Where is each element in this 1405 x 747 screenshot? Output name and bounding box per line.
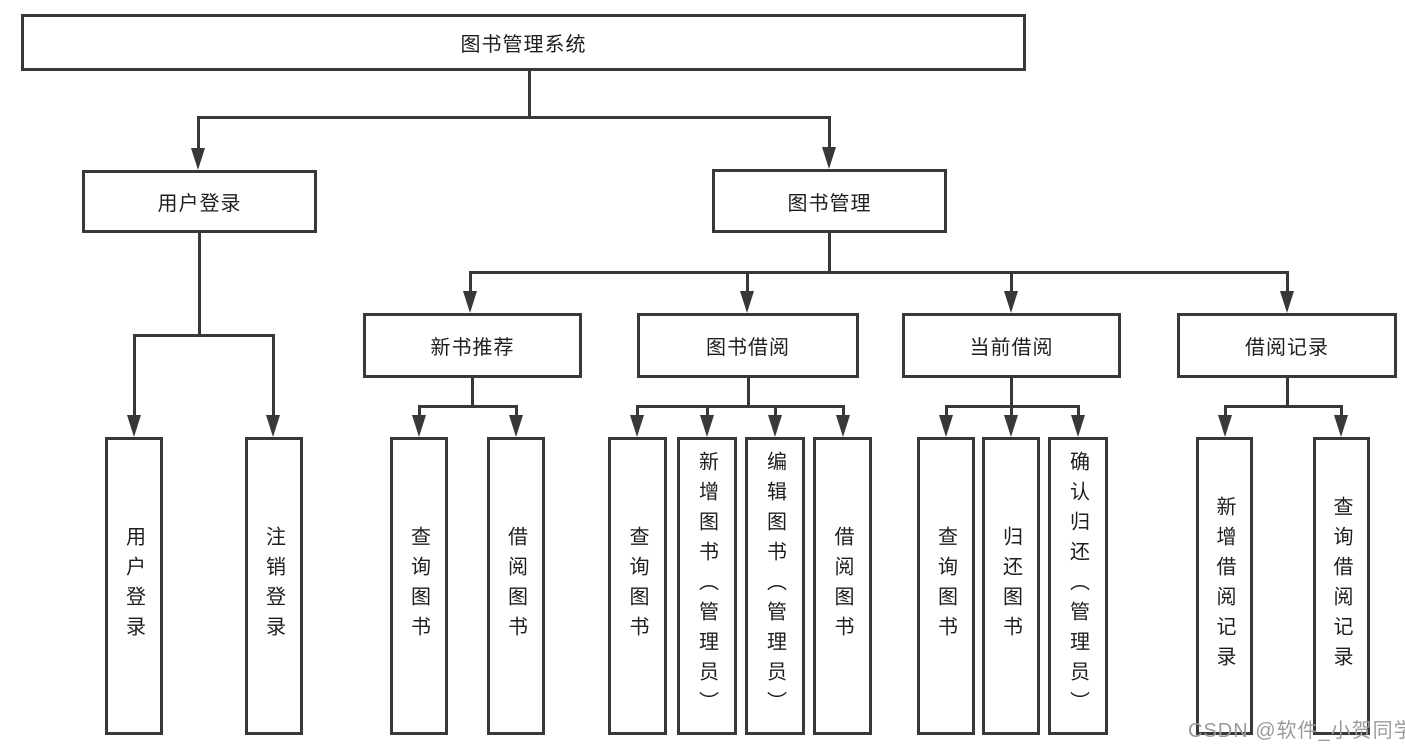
edge [197,116,200,150]
edge [828,233,831,272]
node-label: 归还图书 [999,526,1022,646]
arrowhead [463,291,477,313]
node-current-borrow: 当前借阅 [902,313,1121,378]
node-recommend-borrow-book: 借阅图书 [487,437,545,735]
arrowhead [1334,415,1348,437]
edge [469,271,1288,274]
edge [706,405,709,417]
node-book-borrow: 图书借阅 [637,313,859,378]
edge [842,405,845,417]
node-label: 查询借阅记录 [1330,496,1352,676]
arrowhead [630,415,644,437]
node-record-query: 查询借阅记录 [1313,437,1370,735]
edge [471,377,474,407]
edge [746,271,749,293]
arrowhead [1280,291,1294,313]
edge [1010,271,1013,293]
node-label: 新增图书（管理员） [695,451,718,721]
edge [272,334,275,417]
node-label: 新增借阅记录 [1213,496,1235,676]
edge [636,405,639,417]
arrowhead [191,148,205,170]
node-root: 图书管理系统 [21,14,1026,71]
node-login: 用户登录 [105,437,163,735]
edge [1010,377,1013,407]
arrowhead [822,147,836,169]
node-label: 借阅图书 [831,526,853,646]
node-label: 查询图书 [407,526,430,646]
edge [1224,405,1227,417]
edge [418,405,517,408]
arrowhead [700,415,714,437]
arrowhead [509,415,523,437]
edge [133,334,136,417]
node-label: 用户登录 [122,526,145,646]
node-new-book-recommend: 新书推荐 [363,313,582,378]
edge [1286,377,1289,407]
arrowhead [1071,415,1085,437]
node-current-confirm-return: 确认归还（管理员） [1048,437,1108,735]
edge [636,405,844,408]
edge [197,116,831,119]
edge [1077,405,1080,417]
arrowhead [1004,291,1018,313]
edge [528,70,531,117]
arrowhead [266,415,280,437]
arrowhead [1004,415,1018,437]
edge [1224,405,1342,408]
node-logout: 注销登录 [245,437,303,735]
edge [133,334,275,337]
edge [198,233,201,335]
arrowhead [939,415,953,437]
edge [1286,271,1289,293]
edge [828,116,831,149]
edge [469,271,472,293]
node-current-return-book: 归还图书 [982,437,1040,735]
arrowhead [127,415,141,437]
node-label: 确认归还（管理员） [1066,451,1089,721]
arrowhead [836,415,850,437]
node-borrow-query-book: 查询图书 [608,437,667,735]
node-recommend-query-book: 查询图书 [390,437,448,735]
edge [747,377,750,407]
edge [418,405,421,417]
edge [1010,405,1013,417]
node-borrow-edit-book: 编辑图书（管理员） [745,437,805,735]
edge [945,405,948,417]
node-borrow-add-book: 新增图书（管理员） [677,437,737,735]
node-label: 编辑图书（管理员） [763,451,786,721]
node-user-login: 用户登录 [82,170,317,233]
node-borrow-record: 借阅记录 [1177,313,1397,378]
node-label: 查询图书 [626,526,648,646]
watermark: CSDN @软件_小贺同学 [1188,720,1405,742]
arrowhead [768,415,782,437]
node-borrow-borrow-book: 借阅图书 [813,437,872,735]
node-label: 注销登录 [262,526,285,646]
edge [515,405,518,417]
edge [774,405,777,417]
node-current-query-book: 查询图书 [917,437,975,735]
node-book-management: 图书管理 [712,169,947,233]
arrowhead [412,415,426,437]
arrowhead [740,291,754,313]
edge [1340,405,1343,417]
node-label: 查询图书 [934,526,957,646]
node-label: 借阅图书 [504,526,527,646]
arrowhead [1218,415,1232,437]
node-record-add: 新增借阅记录 [1196,437,1253,735]
